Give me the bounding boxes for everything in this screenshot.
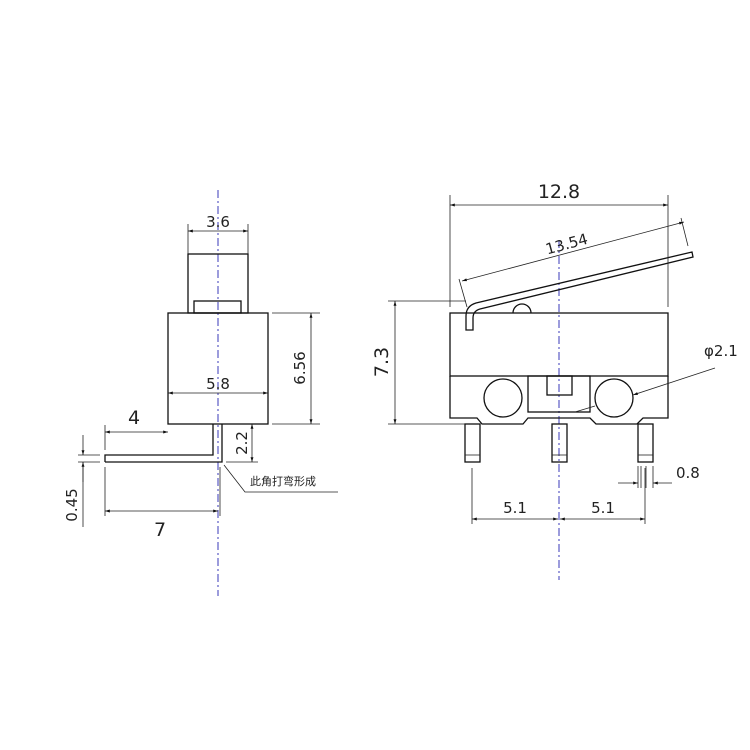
dim-terminal-length: 7	[154, 519, 166, 541]
dim-terminal-drop: 2.2	[233, 431, 251, 455]
dim-height: 7.3	[371, 347, 393, 377]
dim-body-width: 5.8	[206, 375, 230, 393]
front-body-base	[449, 376, 669, 425]
dim-pin-width: 0.8	[676, 464, 700, 482]
dim-lever-length: 13.54	[544, 230, 590, 259]
dim-plunger-width: 3.6	[206, 213, 230, 231]
lever	[465, 251, 694, 331]
center-slot	[546, 375, 573, 396]
dim-terminal-thickness: 0.45	[63, 488, 81, 521]
mount-hole-right	[594, 378, 634, 418]
pin-right	[637, 423, 654, 463]
side-body	[167, 312, 269, 425]
pin-center	[551, 423, 568, 463]
pin-left	[464, 423, 481, 463]
dim-body-height: 6.56	[291, 351, 309, 384]
front-view: 12.8 13.54 7.3 φ2.1 5.1 5.1 0.8	[371, 181, 738, 580]
dim-terminal-offset: 4	[128, 407, 140, 429]
dim-pitch-left: 5.1	[503, 499, 527, 517]
side-view: 3.6 5.8 6.56 4 7 2.2 0.45 此角打弯形成	[63, 190, 338, 596]
side-terminal	[104, 424, 223, 463]
dim-body-length: 12.8	[538, 181, 580, 203]
actuator-button	[512, 303, 532, 314]
dim-pitch-right: 5.1	[591, 499, 615, 517]
bend-note: 此角打弯形成	[250, 474, 316, 488]
mount-hole-left	[483, 378, 523, 418]
dim-hole-diameter: φ2.1	[704, 342, 738, 360]
